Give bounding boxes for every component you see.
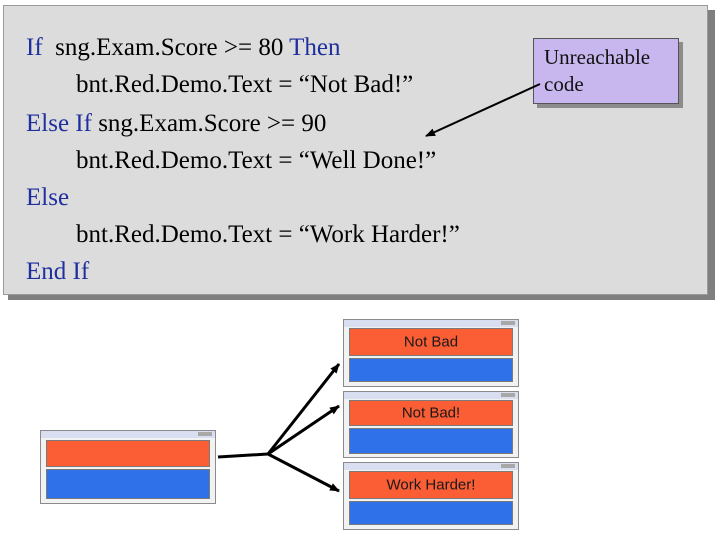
code-line-2: bnt.Red.Demo.Text = “Not Bad!” xyxy=(76,71,413,99)
window-title-bar xyxy=(344,392,518,399)
result-window-2: Not Bad! xyxy=(343,391,519,458)
keyword-else: Else xyxy=(26,184,70,211)
red-demo-button[interactable]: Work Harder! xyxy=(349,471,513,499)
branch-stem-line xyxy=(217,452,269,459)
code-text: bnt.Red.Demo.Text = “Work Harder!” xyxy=(76,221,460,248)
callout-line-2: code xyxy=(544,72,584,96)
callout-arrow xyxy=(425,83,541,137)
unreachable-code-callout: Unreachable code xyxy=(533,38,679,104)
code-line-7: End If xyxy=(26,258,89,286)
result-window-3: Work Harder! xyxy=(343,462,519,530)
window-controls-icon xyxy=(198,432,212,436)
blue-panel[interactable] xyxy=(349,358,513,382)
blue-panel[interactable] xyxy=(46,469,210,499)
branch-arrow-1 xyxy=(266,363,341,455)
keyword-if: If xyxy=(26,34,43,61)
keyword-end-if: End If xyxy=(26,258,90,285)
code-text: sng.Exam.Score >= 80 xyxy=(42,34,290,61)
branch-arrow-2 xyxy=(267,404,340,456)
code-line-4: bnt.Red.Demo.Text = “Well Done!” xyxy=(76,147,436,175)
code-line-5: Else xyxy=(26,184,69,212)
code-line-6: bnt.Red.Demo.Text = “Work Harder!” xyxy=(76,221,460,249)
callout-line-1: Unreachable xyxy=(544,45,651,69)
source-window xyxy=(40,430,216,504)
window-title-bar xyxy=(344,320,518,327)
window-title-bar xyxy=(41,431,215,438)
keyword-else-if: Else If xyxy=(26,110,92,137)
result-window-1: Not Bad xyxy=(343,319,519,387)
window-title-bar xyxy=(344,463,518,470)
code-line-1: If sng.Exam.Score >= 80 Then xyxy=(26,34,341,62)
button-label: Work Harder! xyxy=(386,476,476,494)
branch-arrow-3 xyxy=(267,452,340,493)
red-demo-button[interactable]: Not Bad! xyxy=(349,400,513,426)
code-line-3: Else If sng.Exam.Score >= 90 xyxy=(26,110,326,138)
window-controls-icon xyxy=(501,321,515,325)
keyword-then: Then xyxy=(289,34,341,61)
button-label: Not Bad! xyxy=(401,404,461,422)
code-text: sng.Exam.Score >= 90 xyxy=(91,110,327,137)
window-controls-icon xyxy=(501,393,515,397)
red-demo-button[interactable]: Not Bad xyxy=(349,328,513,356)
blue-panel[interactable] xyxy=(349,428,513,454)
window-controls-icon xyxy=(501,464,515,468)
code-text: bnt.Red.Demo.Text = “Well Done!” xyxy=(76,147,437,174)
red-demo-button[interactable] xyxy=(46,440,210,467)
button-label: Not Bad xyxy=(403,333,459,351)
code-text: bnt.Red.Demo.Text = “Not Bad!” xyxy=(76,71,414,98)
blue-panel[interactable] xyxy=(349,501,513,525)
